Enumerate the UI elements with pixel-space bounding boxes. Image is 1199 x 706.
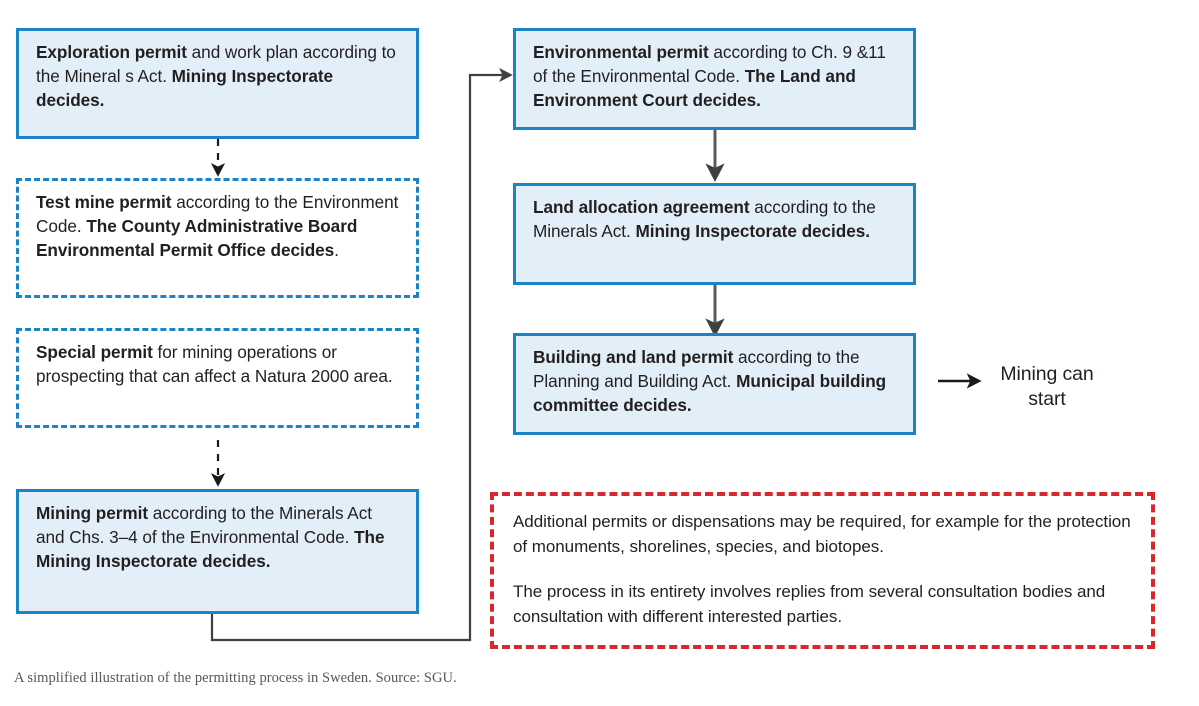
environmental-permit-lead: Environmental permit (533, 42, 709, 62)
terminal-line-2: start (1028, 387, 1066, 410)
node-mining-permit[interactable]: Mining permit according to the Minerals … (16, 489, 419, 614)
note-paragraph-2: The process in its entirety involves rep… (513, 582, 1106, 626)
environmental-permit-body: according to Ch. 9 &11 of the Environmen… (533, 42, 886, 86)
exploration-permit-lead: Exploration permit (36, 42, 187, 62)
node-environmental-permit-text: Environmental permit according to Ch. 9 … (516, 31, 913, 121)
node-special-permit[interactable]: Special permit for mining operations or … (16, 328, 419, 428)
node-test-mine-permit[interactable]: Test mine permit according to the Enviro… (16, 178, 419, 298)
node-land-allocation-agreement-text: Land allocation agreement according to t… (516, 186, 913, 252)
special-permit-lead: Special permit (36, 342, 153, 362)
exploration-permit-decider: Mining Inspectorate decides. (36, 65, 334, 110)
note-paragraph-1: Additional permits or dispensations may … (513, 512, 1131, 556)
node-special-permit-text: Special permit for mining operations or … (19, 331, 416, 397)
node-mining-permit-text: Mining permit according to the Minerals … (19, 492, 416, 582)
figure-caption: A simplified illustration of the permitt… (14, 670, 457, 686)
note-additional-permits-text: Additional permits or dispensations may … (494, 496, 1151, 640)
building-permit-body: according to the Planning and Building A… (533, 347, 860, 391)
special-permit-body: for mining operations or prospecting tha… (36, 342, 393, 386)
mining-permit-body: according to the Minerals Act and Chs. 3… (36, 503, 372, 547)
note-additional-permits[interactable]: Additional permits or dispensations may … (490, 492, 1155, 649)
building-permit-decider: Municipal building committee decides. (533, 370, 887, 415)
test-mine-permit-decider: The County Administrative Board Environm… (36, 215, 358, 260)
node-environmental-permit[interactable]: Environmental permit according to Ch. 9 … (513, 28, 916, 130)
node-building-and-land-permit-text: Building and land permit according to th… (516, 336, 913, 426)
node-test-mine-permit-text: Test mine permit according to the Enviro… (19, 181, 416, 271)
land-allocation-body: according to the Minerals Act. (533, 197, 876, 241)
land-allocation-lead: Land allocation agreement (533, 197, 750, 217)
node-exploration-permit-text: Exploration permit and work plan accordi… (19, 31, 416, 121)
test-mine-permit-lead: Test mine permit (36, 192, 172, 212)
node-building-and-land-permit[interactable]: Building and land permit according to th… (513, 333, 916, 435)
land-allocation-decider: Mining Inspectorate decides. (635, 220, 870, 241)
terminal-mining-can-start: Mining can start (974, 362, 1120, 411)
test-mine-permit-period: . (334, 239, 339, 260)
test-mine-permit-body: according to the Environment Code. (36, 192, 399, 236)
terminal-line-1: Mining can (1000, 363, 1094, 385)
exploration-permit-body: and work plan according to the Mineral s… (36, 42, 396, 86)
node-exploration-permit[interactable]: Exploration permit and work plan accordi… (16, 28, 419, 139)
environmental-permit-decider: The Land and Environment Court decides. (533, 65, 856, 110)
mining-permit-decider: The Mining Inspectorate decides. (36, 526, 385, 571)
building-permit-lead: Building and land permit (533, 347, 734, 367)
mining-permit-lead: Mining permit (36, 503, 149, 523)
node-land-allocation-agreement[interactable]: Land allocation agreement according to t… (513, 183, 916, 285)
